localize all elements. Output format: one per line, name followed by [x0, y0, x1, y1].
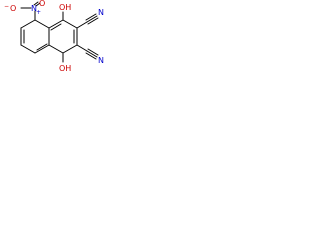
bond-ring-right-double-1 — [50, 23, 62, 31]
structure-canvas: O O − N + OH OH N N — [0, 0, 109, 95]
bond-cn-bottom-triple-2 — [85, 52, 97, 60]
bond-cn-top-triple-2 — [85, 13, 97, 21]
bond-ring-left-3 — [34, 44, 50, 54]
bond-ring-left-6 — [20, 19, 36, 29]
bond-ring-left-double-2 — [36, 43, 48, 51]
label-nitro-o-left-charge: − — [4, 3, 9, 10]
bond-ring-right-5 — [48, 44, 64, 54]
label-nitro-n: N — [31, 4, 37, 13]
bond-ring-right-4 — [62, 44, 78, 54]
label-cn-bottom-n: N — [98, 56, 104, 65]
label-nitro-n-charge: + — [36, 9, 41, 16]
bond-nitro-o-top-2 — [33, 1, 39, 6]
bond-ring-left-1 — [34, 19, 50, 29]
bond-cn-top-triple-3 — [87, 17, 99, 25]
bond-cn-bottom-triple-1 — [86, 50, 98, 58]
label-nitro-o-top: O — [39, 0, 45, 8]
chemical-structure: O O − N + OH OH N N — [4, 0, 104, 73]
bond-cn-bottom-triple-3 — [87, 48, 99, 56]
label-nitro-o-left: O — [10, 4, 16, 13]
label-oh-bottom: OH — [59, 64, 71, 73]
bond-ring-right-1 — [48, 19, 64, 29]
bond-cn-top-attach — [76, 21, 88, 29]
bond-cn-bottom-attach — [76, 44, 88, 52]
bond-cn-top-triple-1 — [86, 15, 98, 23]
label-oh-top: OH — [59, 3, 71, 12]
label-cn-top-n: N — [98, 8, 104, 17]
bond-ring-right-2 — [62, 19, 78, 29]
bond-ring-left-4 — [20, 44, 36, 54]
bond-nitro-o-top-1 — [35, 2, 41, 7]
